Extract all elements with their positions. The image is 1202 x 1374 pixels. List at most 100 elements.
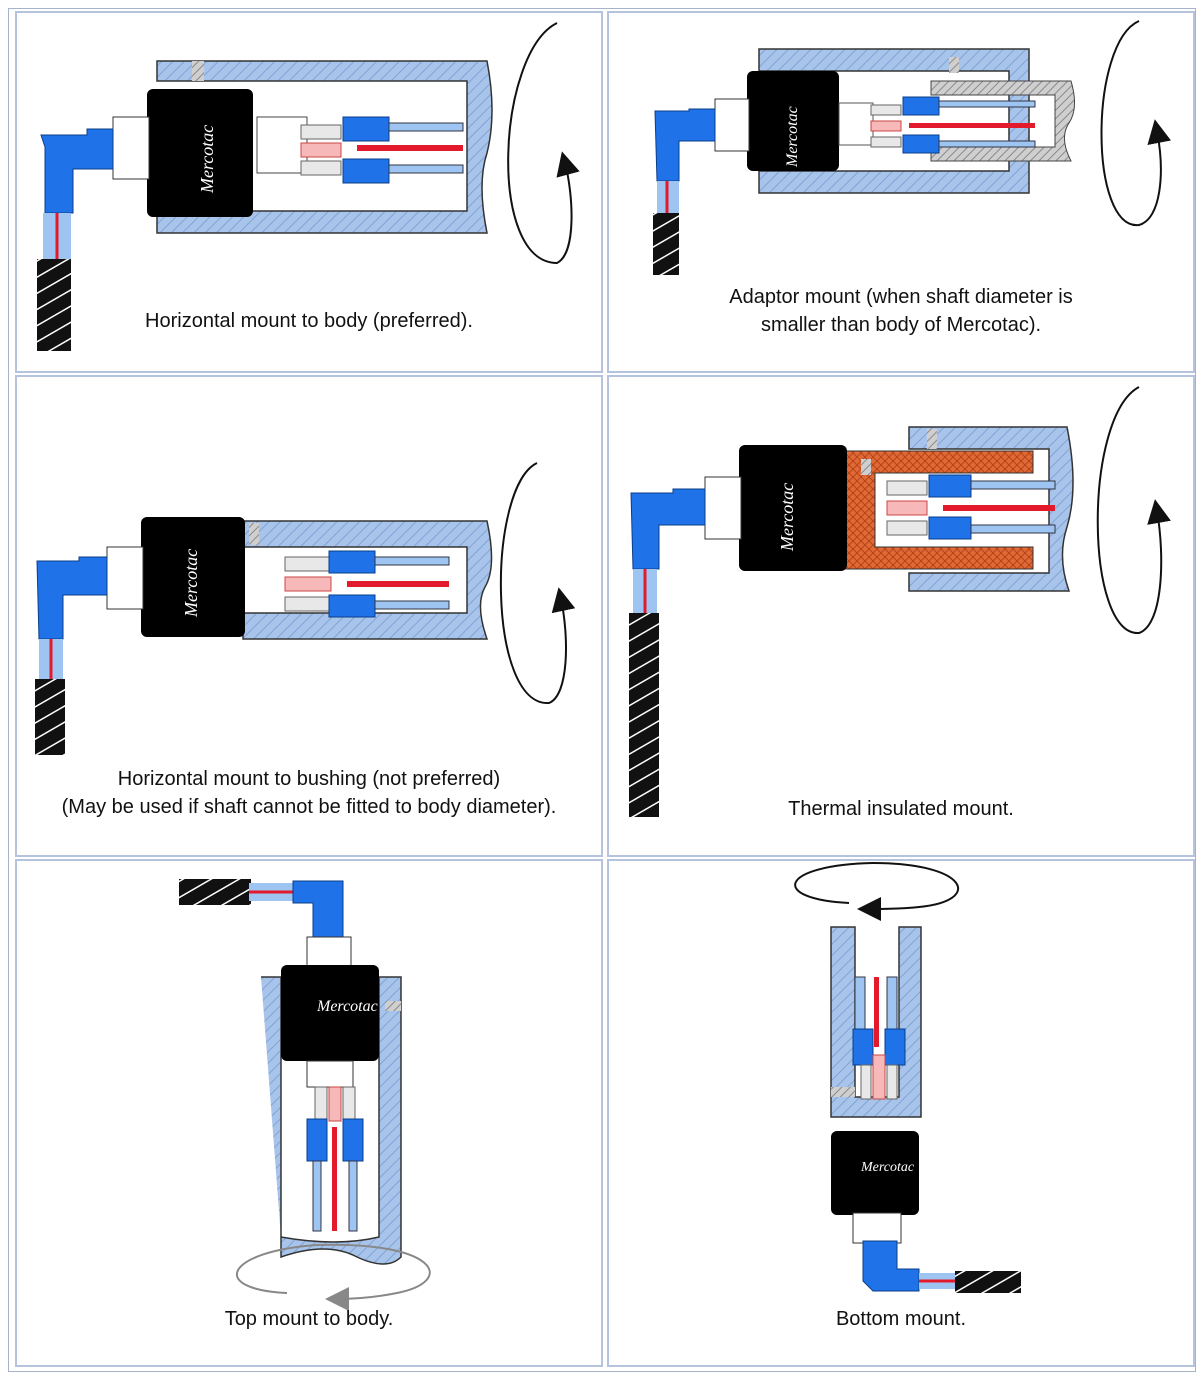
bushing-housing bbox=[242, 520, 493, 640]
crimp-left bbox=[852, 1028, 874, 1066]
terminal-top bbox=[284, 556, 332, 572]
terminal-right bbox=[886, 1064, 898, 1100]
terminal-bottom bbox=[284, 596, 332, 612]
red-wire-inner bbox=[347, 581, 449, 587]
terminal-mid bbox=[328, 1086, 342, 1122]
connector-elbow bbox=[862, 1240, 920, 1292]
blue-wire-bottom bbox=[388, 164, 464, 174]
terminal-top bbox=[300, 124, 342, 140]
blue-wire-bottom bbox=[938, 140, 1036, 148]
mount-diagram-grid: Mercotac Horizontal mount to body (prefe… bbox=[8, 8, 1196, 1372]
connector-elbow bbox=[630, 488, 706, 570]
terminal-mid bbox=[886, 500, 928, 516]
horizontal-bushing-diagram: Mercotac bbox=[35, 462, 576, 755]
mercotac-body bbox=[141, 517, 245, 637]
mercotac-logo: Mercotac bbox=[784, 106, 801, 168]
inner-sleeve bbox=[838, 102, 874, 146]
mercotac-cap bbox=[714, 98, 750, 152]
blue-wire-right bbox=[348, 1160, 358, 1232]
thermal-diagram: Mercotac bbox=[629, 386, 1171, 817]
crimp-top bbox=[342, 116, 390, 142]
terminal-top bbox=[870, 104, 902, 116]
terminal-top bbox=[886, 480, 928, 496]
mercotac-cap bbox=[852, 1212, 902, 1244]
rotation-arrow-icon bbox=[1096, 386, 1171, 635]
terminal-mid bbox=[870, 120, 902, 132]
mercotac-logo: Mercotac bbox=[860, 1160, 915, 1175]
cable-jacket bbox=[35, 679, 65, 755]
crimp-bottom bbox=[902, 134, 940, 154]
set-screw bbox=[949, 57, 959, 73]
red-wire-inner bbox=[909, 123, 1035, 128]
mercotac-body bbox=[281, 965, 379, 1061]
crimp-bottom bbox=[342, 158, 390, 184]
terminal-left bbox=[860, 1064, 872, 1100]
blue-wire-bottom bbox=[374, 600, 450, 610]
mercotac-cap bbox=[306, 936, 352, 970]
crimp-right bbox=[342, 1118, 364, 1162]
blue-wire-top bbox=[388, 122, 464, 132]
insulation-screw bbox=[861, 459, 871, 475]
panel-bottom: Mercotac Bottom mount. bbox=[607, 859, 1195, 1367]
red-wire-inner bbox=[357, 145, 463, 151]
connector-elbow bbox=[292, 880, 344, 940]
adaptor-sleeve bbox=[930, 80, 1075, 162]
mercotac-logo: Mercotac bbox=[197, 125, 217, 194]
rotation-arrow-icon bbox=[1100, 20, 1172, 227]
connector-elbow bbox=[654, 108, 716, 182]
rotation-arrow-icon bbox=[499, 462, 576, 705]
red-wire-inner bbox=[332, 1127, 337, 1231]
connector-elbow bbox=[40, 128, 114, 214]
panel-caption: Top mount to body. bbox=[224, 1308, 394, 1330]
inner-sleeve bbox=[256, 116, 308, 174]
set-screw bbox=[385, 1001, 401, 1011]
mercotac-logo: Mercotac bbox=[316, 998, 378, 1015]
terminal-bottom bbox=[870, 136, 902, 148]
panel-horizontal-body: Mercotac Horizontal mount to body (prefe… bbox=[15, 11, 603, 373]
terminal-mid bbox=[300, 142, 342, 158]
shaft-housing bbox=[908, 426, 1074, 592]
blue-wire-left bbox=[854, 976, 866, 1038]
crimp-top bbox=[328, 550, 376, 574]
set-screw bbox=[192, 61, 204, 81]
mercotac-body bbox=[831, 1131, 919, 1215]
blue-wire-top bbox=[938, 100, 1036, 108]
set-screw bbox=[927, 429, 937, 449]
svg-text:Mercotac: Mercotac bbox=[784, 106, 801, 168]
terminal-bottom bbox=[886, 520, 928, 536]
cable-jacket bbox=[629, 613, 659, 817]
panel-thermal: Mercotac Thermal insulated mount. bbox=[607, 375, 1195, 857]
cable-jacket bbox=[37, 259, 71, 351]
panel-caption: Horizontal mount to bushing (not preferr… bbox=[61, 768, 557, 818]
terminal-bottom bbox=[300, 160, 342, 176]
cable-jacket bbox=[653, 213, 679, 275]
mercotac-body bbox=[739, 445, 847, 571]
panel-caption: Horizontal mount to body (preferred). bbox=[145, 310, 473, 332]
rotation-arrow-icon bbox=[236, 1243, 431, 1311]
crimp-bottom bbox=[928, 516, 972, 540]
red-wire-inner bbox=[943, 505, 1055, 511]
blue-wire-top bbox=[970, 480, 1056, 490]
mercotac-logo: Mercotac bbox=[181, 549, 201, 618]
blue-wire-top bbox=[374, 556, 450, 566]
panel-horizontal-bushing: Mercotac Horizontal mount to bushing (no… bbox=[15, 375, 603, 857]
red-wire-inner bbox=[874, 977, 879, 1047]
crimp-left bbox=[306, 1118, 328, 1162]
rotation-arrow-icon bbox=[507, 22, 580, 265]
crimp-top bbox=[928, 474, 972, 498]
bottom-mount-diagram: Mercotac bbox=[794, 861, 1021, 1293]
blue-wire-bottom bbox=[970, 524, 1056, 534]
inner-sleeve bbox=[306, 1060, 354, 1088]
blue-wire-left bbox=[312, 1160, 322, 1232]
top-mount-diagram: Mercotac bbox=[179, 879, 431, 1311]
terminal-left bbox=[314, 1086, 328, 1122]
set-screw bbox=[831, 1087, 855, 1097]
mercotac-body bbox=[147, 89, 253, 217]
terminal-right bbox=[342, 1086, 356, 1122]
panel-caption: Thermal insulated mount. bbox=[788, 798, 1014, 820]
mercotac-cap bbox=[106, 546, 144, 610]
terminal-mid bbox=[284, 576, 332, 592]
cable-jacket bbox=[179, 879, 251, 905]
connector-elbow bbox=[36, 556, 108, 640]
svg-text:Mercotac: Mercotac bbox=[197, 125, 217, 194]
